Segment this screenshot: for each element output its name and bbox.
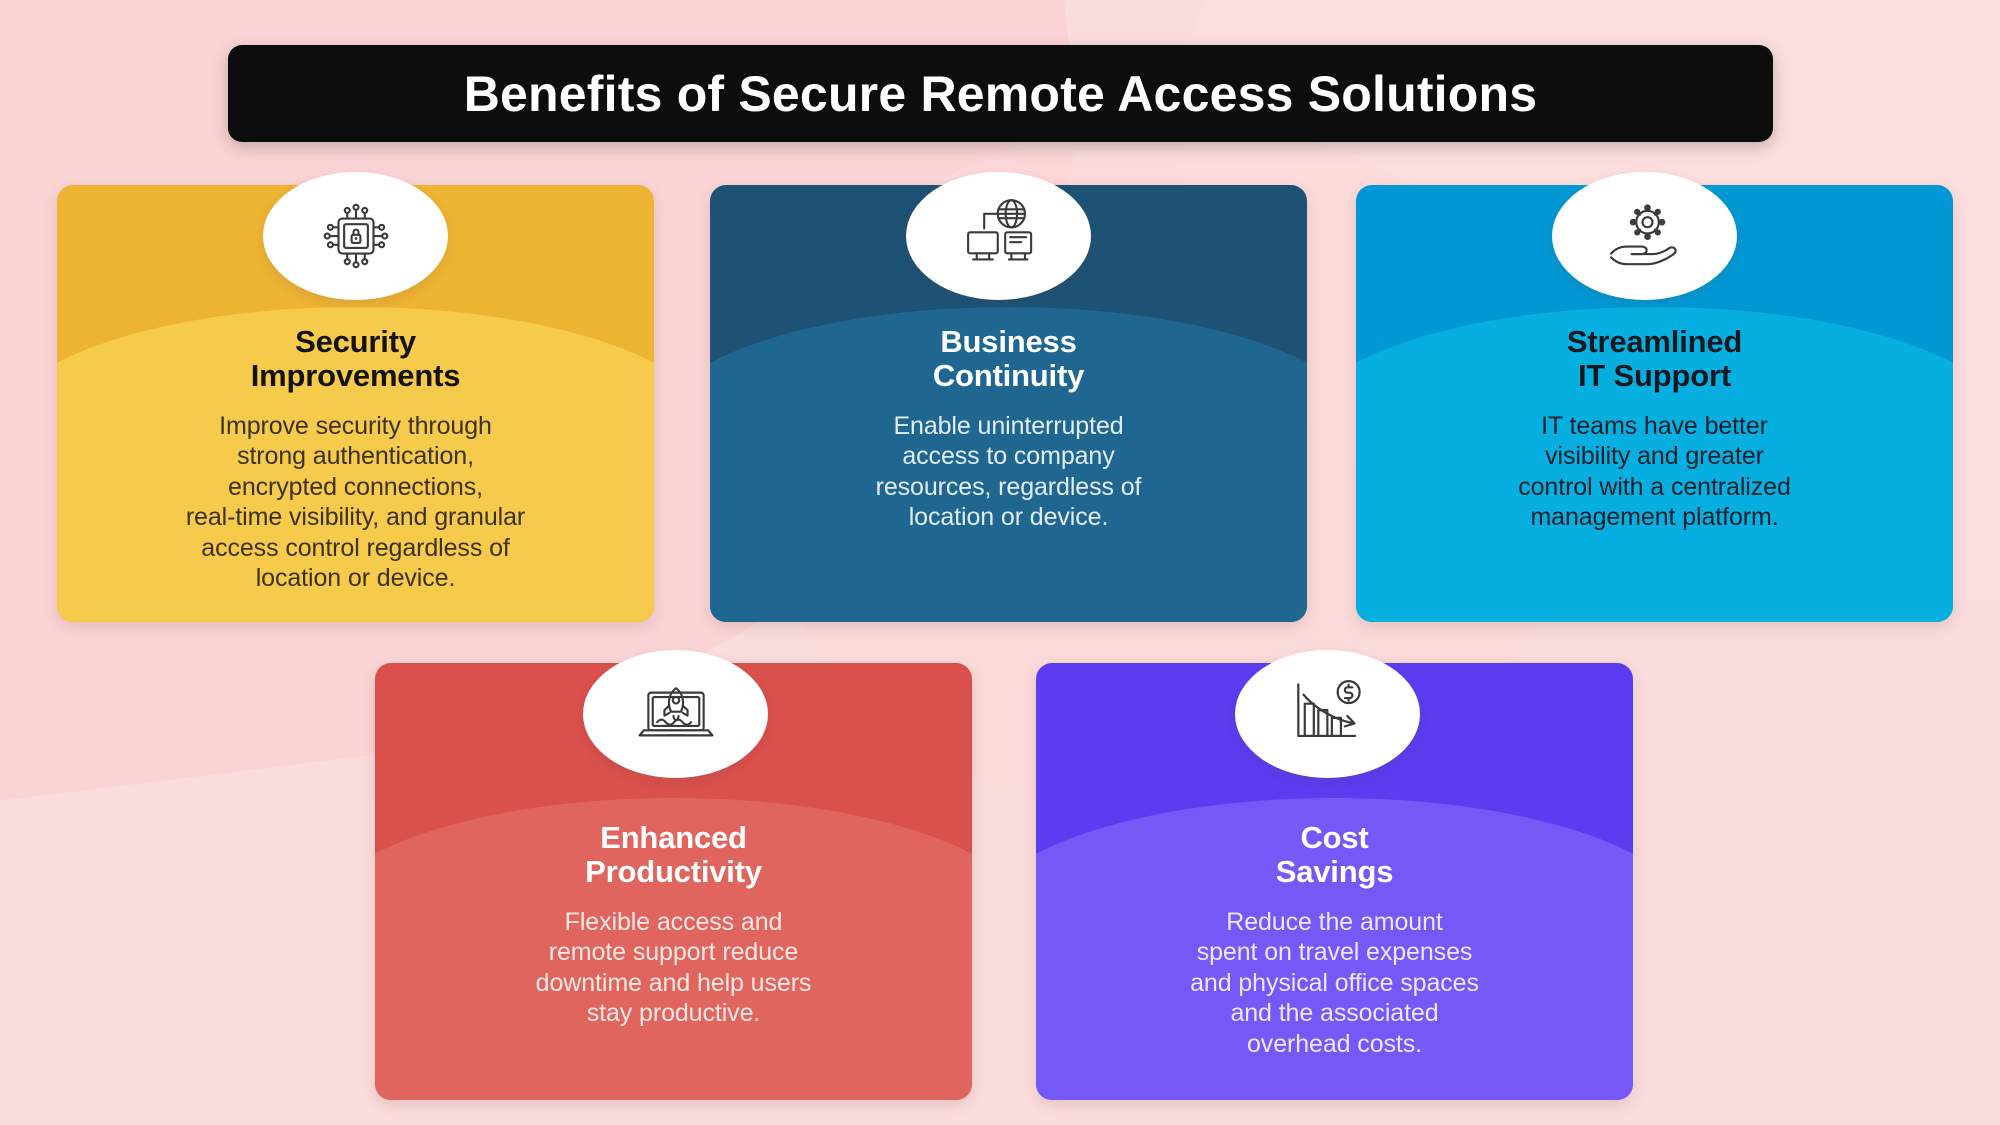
card-wave-decoration (57, 307, 654, 622)
rocket-laptop-icon (632, 677, 720, 751)
declining-bar-chart-dollar-icon (1288, 676, 1368, 752)
card-wave-decoration (1036, 798, 1633, 1100)
card-body-text: Improve security through strong authenti… (185, 411, 526, 593)
icon-badge-business-continuity (906, 172, 1091, 300)
icon-badge-enhanced-productivity (583, 650, 768, 778)
card-title: Enhanced Productivity (585, 820, 762, 889)
gear-in-hand-icon (1601, 198, 1689, 274)
page-title-banner: Benefits of Secure Remote Access Solutio… (228, 45, 1773, 142)
microchip-lock-icon (316, 196, 396, 276)
benefit-card-business-continuity[interactable]: Business Continuity Enable uninterrupted… (710, 185, 1307, 622)
card-body-text: Enable uninterrupted access to company r… (875, 411, 1142, 532)
icon-badge-streamlined-it-support (1552, 172, 1737, 300)
icon-badge-security-improvements (263, 172, 448, 300)
card-wave-decoration (710, 307, 1307, 622)
card-body-text: Reduce the amount spent on travel expens… (1190, 907, 1479, 1058)
card-title: Streamlined IT Support (1566, 324, 1743, 393)
page-title: Benefits of Secure Remote Access Solutio… (463, 65, 1538, 122)
card-wave-decoration (1356, 307, 1953, 622)
card-wave-decoration (375, 798, 972, 1100)
card-title: Security Improvements (250, 324, 461, 393)
globe-monitors-icon (957, 197, 1041, 275)
card-title: Business Continuity (932, 324, 1085, 393)
icon-badge-cost-savings (1235, 650, 1420, 778)
card-title: Cost Savings (1275, 820, 1394, 889)
card-body-text: IT teams have better visibility and grea… (1518, 411, 1791, 532)
card-body-text: Flexible access and remote support reduc… (535, 907, 812, 1028)
